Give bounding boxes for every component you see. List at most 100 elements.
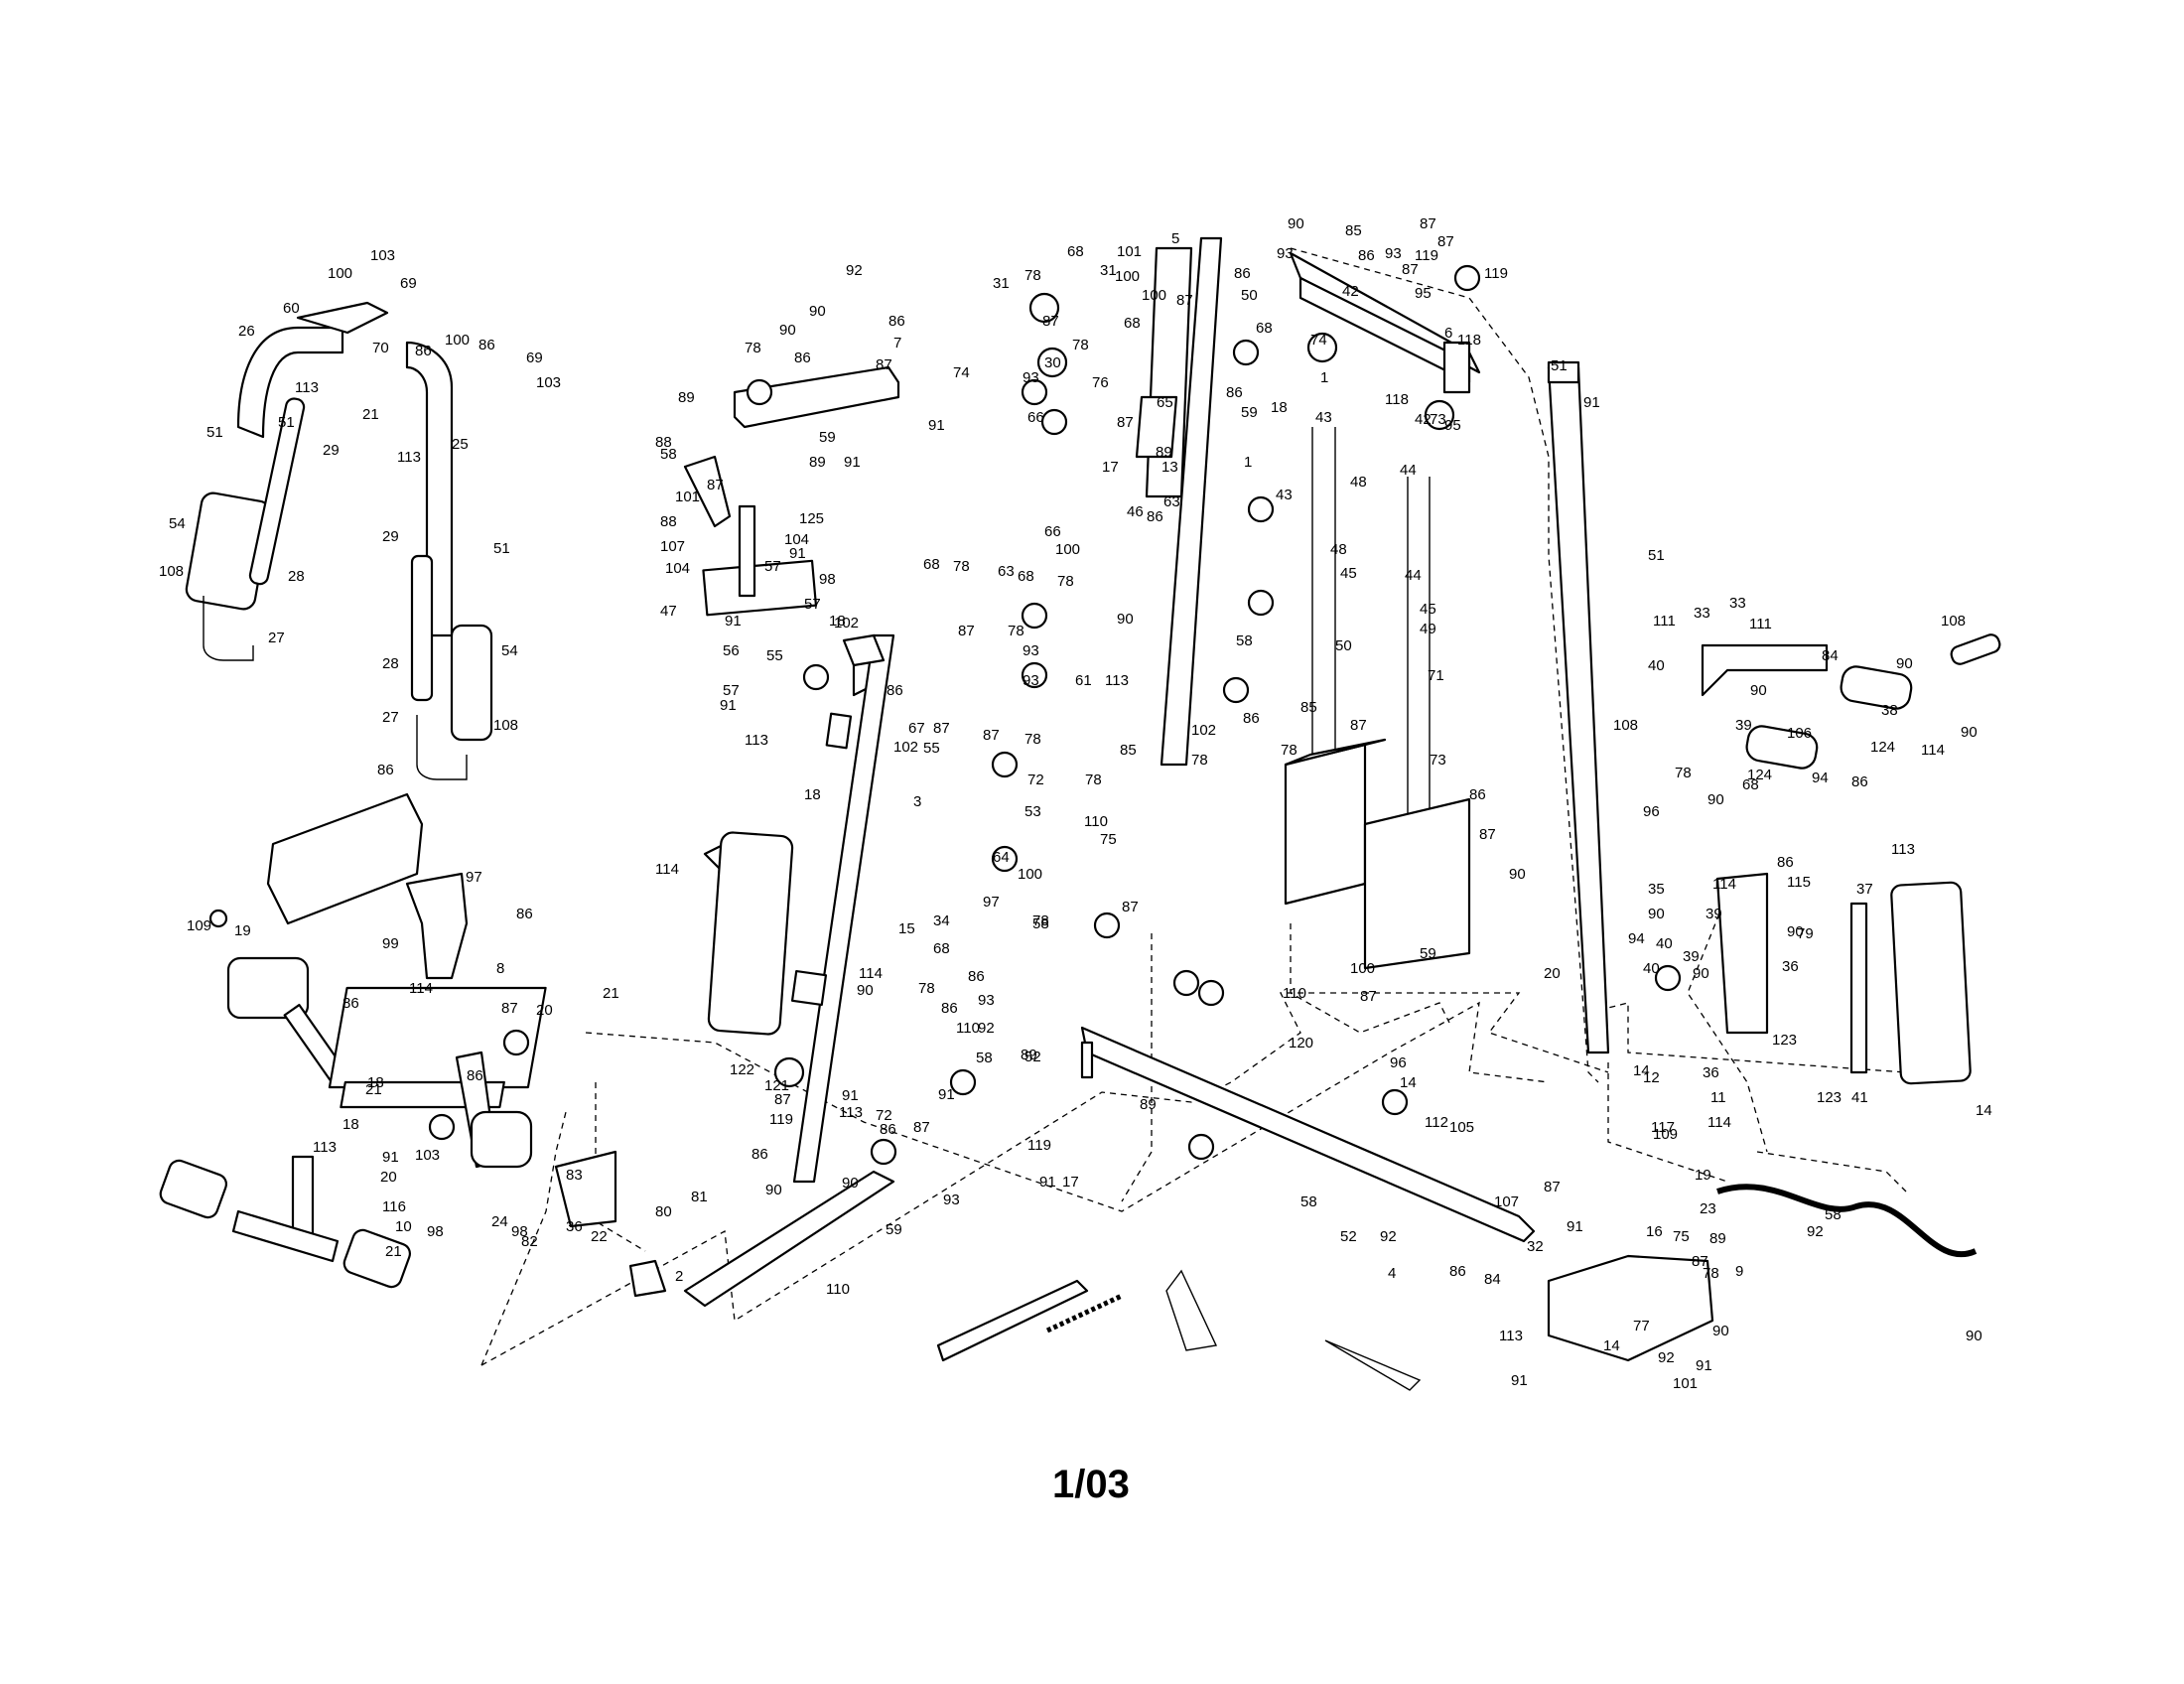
- part-ref: 40: [1643, 960, 1660, 977]
- part-ref: 113: [839, 1104, 863, 1121]
- part-ref: 87: [983, 727, 1000, 744]
- part-ref: 73: [1430, 411, 1446, 428]
- part-ref: 87: [913, 1119, 930, 1136]
- part-ref: 115: [1787, 874, 1811, 891]
- part-ref: 93: [1023, 642, 1039, 659]
- part-ref: 87: [1420, 215, 1436, 232]
- part-ref: 94: [1812, 770, 1829, 786]
- part-ref: 51: [493, 540, 510, 557]
- part-ref: 87: [958, 623, 975, 639]
- part-ref: 1: [1244, 454, 1252, 471]
- back-pad: [707, 831, 794, 1036]
- part-ref: 58: [1300, 1193, 1317, 1210]
- part-ref: 75: [1100, 831, 1117, 848]
- part-ref: 78: [1032, 912, 1049, 929]
- part-ref: 117: [1651, 1119, 1675, 1136]
- part-ref: 68: [1067, 243, 1084, 260]
- part-ref: 29: [323, 442, 340, 459]
- seat-assembly-right: [1701, 633, 2001, 1085]
- part-ref: 87: [1402, 261, 1419, 278]
- part-ref: 73: [1430, 752, 1446, 769]
- part-ref: 79: [1797, 925, 1814, 942]
- part-ref: 102: [834, 615, 859, 632]
- part-ref: 36: [1782, 958, 1799, 975]
- part-ref: 86: [1777, 854, 1794, 871]
- part-ref: 44: [1405, 567, 1422, 584]
- part-ref: 106: [1787, 725, 1812, 742]
- part-ref: 114: [655, 861, 679, 878]
- part-ref: 45: [1420, 601, 1436, 618]
- part-ref: 20: [1544, 965, 1561, 982]
- top-frame: [1289, 251, 1481, 394]
- part-ref: 91: [844, 454, 861, 471]
- part-ref: 87: [774, 1091, 791, 1108]
- part-ref: 89: [809, 454, 826, 471]
- part-ref: 14: [1603, 1337, 1620, 1354]
- part-ref: 113: [313, 1139, 337, 1156]
- part-ref: 87: [876, 356, 892, 373]
- part-ref: 8: [496, 960, 504, 977]
- part-ref: 91: [1583, 394, 1600, 411]
- part-ref: 50: [1241, 287, 1258, 304]
- part-ref: 90: [1648, 906, 1665, 922]
- part-ref: 100: [445, 332, 470, 349]
- part-ref: 55: [766, 647, 783, 664]
- part-ref: 14: [1400, 1074, 1417, 1091]
- part-ref: 65: [1157, 394, 1173, 411]
- part-ref: 63: [998, 563, 1015, 580]
- part-ref: 86: [751, 1146, 768, 1163]
- part-ref: 74: [953, 364, 970, 381]
- part-ref: 56: [723, 642, 740, 659]
- part-ref: 91: [928, 417, 945, 434]
- part-ref: 94: [1628, 930, 1645, 947]
- part-ref: 91: [720, 697, 737, 714]
- part-ref: 108: [493, 717, 518, 734]
- part-ref: 118: [1457, 332, 1481, 349]
- part-ref: 104: [784, 531, 809, 548]
- part-ref: 34: [933, 912, 950, 929]
- part-ref: 95: [1444, 417, 1461, 434]
- part-ref: 20: [380, 1169, 397, 1186]
- part-ref: 69: [526, 350, 543, 366]
- part-ref: 12: [1643, 1069, 1660, 1086]
- part-ref: 23: [1700, 1200, 1716, 1217]
- part-ref: 91: [842, 1087, 859, 1104]
- part-ref: 107: [660, 538, 685, 555]
- part-ref: 14: [1633, 1062, 1650, 1079]
- part-ref: 90: [1787, 923, 1804, 940]
- part-ref: 27: [268, 630, 285, 646]
- part-ref: 72: [1027, 772, 1044, 788]
- part-ref: 81: [691, 1189, 708, 1205]
- part-ref: 100: [328, 265, 352, 282]
- part-ref: 59: [819, 429, 836, 446]
- part-ref: 86: [478, 337, 495, 353]
- part-ref: 107: [1494, 1193, 1519, 1210]
- part-ref: 89: [1709, 1230, 1726, 1247]
- part-ref: 17: [1062, 1174, 1079, 1191]
- part-ref: 102: [893, 739, 918, 756]
- part-ref: 18: [342, 1116, 359, 1133]
- part-ref: 44: [1400, 462, 1417, 479]
- assembly-guide-lines: [480, 247, 1907, 1366]
- part-ref: 46: [1127, 503, 1144, 520]
- part-ref: 86: [377, 762, 394, 778]
- part-ref: 77: [1633, 1318, 1650, 1334]
- part-ref: 36: [566, 1218, 583, 1235]
- press-arm-left: [185, 301, 493, 780]
- part-ref: 90: [1693, 965, 1709, 982]
- part-ref: 63: [1163, 493, 1180, 510]
- part-ref: 58: [976, 1050, 993, 1066]
- part-ref: 98: [427, 1223, 444, 1240]
- part-ref: 119: [1415, 247, 1438, 264]
- part-ref: 18: [829, 613, 846, 630]
- part-ref: 52: [1340, 1228, 1357, 1245]
- part-ref: 108: [159, 563, 184, 580]
- part-ref: 89: [678, 389, 695, 406]
- rear-post: [1547, 360, 1610, 1054]
- part-ref: 78: [1085, 772, 1102, 788]
- part-ref: 109: [1653, 1126, 1678, 1143]
- part-ref: 24: [491, 1213, 508, 1230]
- part-ref: 93: [1023, 672, 1039, 689]
- part-ref: 86: [1234, 265, 1251, 282]
- part-ref: 87: [1042, 313, 1059, 330]
